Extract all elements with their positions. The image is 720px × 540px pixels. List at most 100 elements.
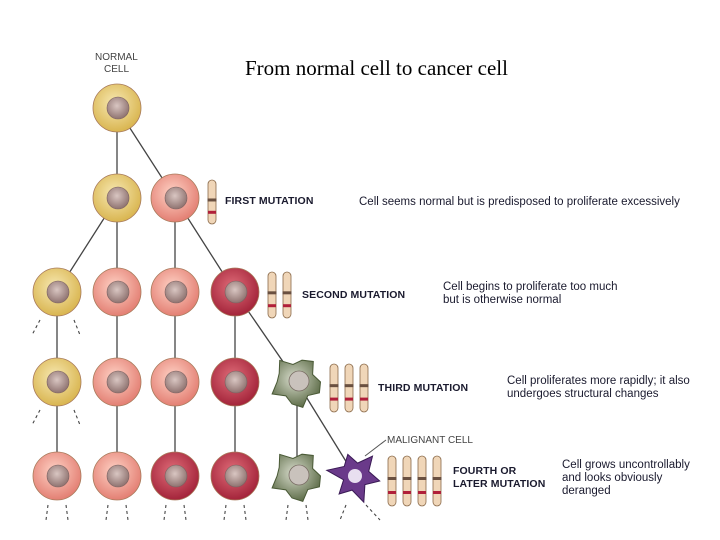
mutation-band [403, 491, 411, 494]
stage-1-description: Cell seems normal but is predisposed to … [359, 196, 680, 208]
continuation-line [365, 504, 381, 521]
continuation-line [183, 504, 187, 521]
first-cell [92, 357, 142, 407]
malignant-pointer [364, 439, 387, 457]
chromosome-centromere [282, 291, 292, 295]
cell-nucleus [164, 370, 188, 394]
mutation-band [418, 491, 426, 494]
stage-3-description-line1: Cell proliferates more rapidly; it also [507, 375, 690, 387]
stage-2-label: SECOND MUTATION [302, 289, 405, 301]
chromosome [267, 271, 277, 319]
cell-nucleus [106, 280, 130, 304]
stage-4-description-line2: and looks obviously [562, 472, 663, 484]
page-title: From normal cell to cancer cell [245, 56, 508, 80]
stage-4-label-line2: LATER MUTATION [453, 478, 545, 490]
chromosome-centromere [417, 477, 427, 480]
chromosome-body [417, 455, 427, 507]
stage-4-label-line1: FOURTH OR [453, 465, 517, 477]
malignant-cell-label: MALIGNANT CELL [387, 435, 473, 446]
chromosome-body [282, 271, 292, 319]
normal-cell-label-line2: CELL [104, 64, 129, 75]
normal-cell-label-line1: NORMAL [95, 52, 138, 63]
chromosome-centromere [207, 198, 217, 202]
chromosome-body [267, 271, 277, 319]
mutation-band [268, 304, 276, 308]
mutation-band [433, 491, 441, 494]
stage-3-description-line2: undergoes structural changes [507, 388, 659, 400]
normal-cell [32, 267, 82, 317]
stage-4-description-line1: Cell grows uncontrollably [562, 459, 690, 471]
malignant-cell [325, 453, 381, 504]
mutation-band [208, 210, 216, 214]
chromosome-centromere [432, 477, 442, 480]
stage-2-description-line1: Cell begins to proliferate too much [443, 281, 618, 293]
cell-nucleus [224, 370, 248, 394]
fourth-cell [271, 359, 322, 409]
chromosome-centromere [329, 384, 339, 388]
cell-nucleus [224, 280, 248, 304]
cell-nucleus [106, 370, 130, 394]
chromosome [207, 179, 217, 225]
cell-nucleus [106, 186, 130, 210]
continuation-line [163, 504, 167, 521]
chromosome-body [344, 363, 354, 413]
mutation-band [360, 397, 368, 401]
chromosome-centromere [402, 477, 412, 480]
continuation-line [339, 504, 347, 521]
chromosome [329, 363, 339, 413]
third-cell [210, 451, 260, 501]
chromosome-body [402, 455, 412, 507]
chromosome [432, 455, 442, 507]
lineage-lines [31, 107, 381, 521]
continuation-line [223, 504, 227, 521]
continuation-line [65, 504, 69, 521]
cell-nucleus [106, 96, 130, 120]
chromosome-body [359, 363, 369, 413]
stage-4-description-line3: deranged [562, 485, 611, 497]
chromosome-centromere [344, 384, 354, 388]
third-cell [210, 267, 260, 317]
continuation-line [125, 504, 129, 521]
continuation-line [285, 504, 289, 521]
cell-nucleus [288, 370, 310, 392]
first-cell [32, 451, 82, 501]
first-cell [150, 267, 200, 317]
cell-nucleus [224, 464, 248, 488]
chromosome [359, 363, 369, 413]
continuation-line [105, 504, 109, 521]
continuation-line [305, 504, 309, 521]
chromosome-centromere [359, 384, 369, 388]
mutation-band [330, 397, 338, 401]
chromosomes-layer [207, 179, 442, 507]
stage-3-label: THIRD MUTATION [378, 382, 468, 394]
stage-2-description-line2: but is otherwise normal [443, 294, 561, 306]
first-cell [92, 451, 142, 501]
mutation-band [345, 397, 353, 401]
first-cell [150, 173, 200, 223]
cell-nucleus [46, 280, 70, 304]
cell-nucleus [164, 186, 188, 210]
continuation-line [31, 319, 41, 336]
chromosome [402, 455, 412, 507]
cell-nucleus [288, 464, 310, 486]
cell-nucleus [106, 464, 130, 488]
mutation-band [388, 491, 396, 494]
continuation-line [73, 409, 81, 426]
chromosome [417, 455, 427, 507]
third-cell [210, 357, 260, 407]
stage-1-label: FIRST MUTATION [225, 195, 314, 207]
chromosome [387, 455, 397, 507]
cell-nucleus [46, 464, 70, 488]
chromosome-body [207, 179, 217, 225]
normal-cell [92, 83, 142, 133]
chromosome-body [329, 363, 339, 413]
cell-nucleus [164, 280, 188, 304]
cell-nucleus [348, 469, 362, 483]
continuation-line [45, 504, 49, 521]
first-cell [150, 357, 200, 407]
normal-cell [32, 357, 82, 407]
chromosome [344, 363, 354, 413]
mutation-band [283, 304, 291, 308]
